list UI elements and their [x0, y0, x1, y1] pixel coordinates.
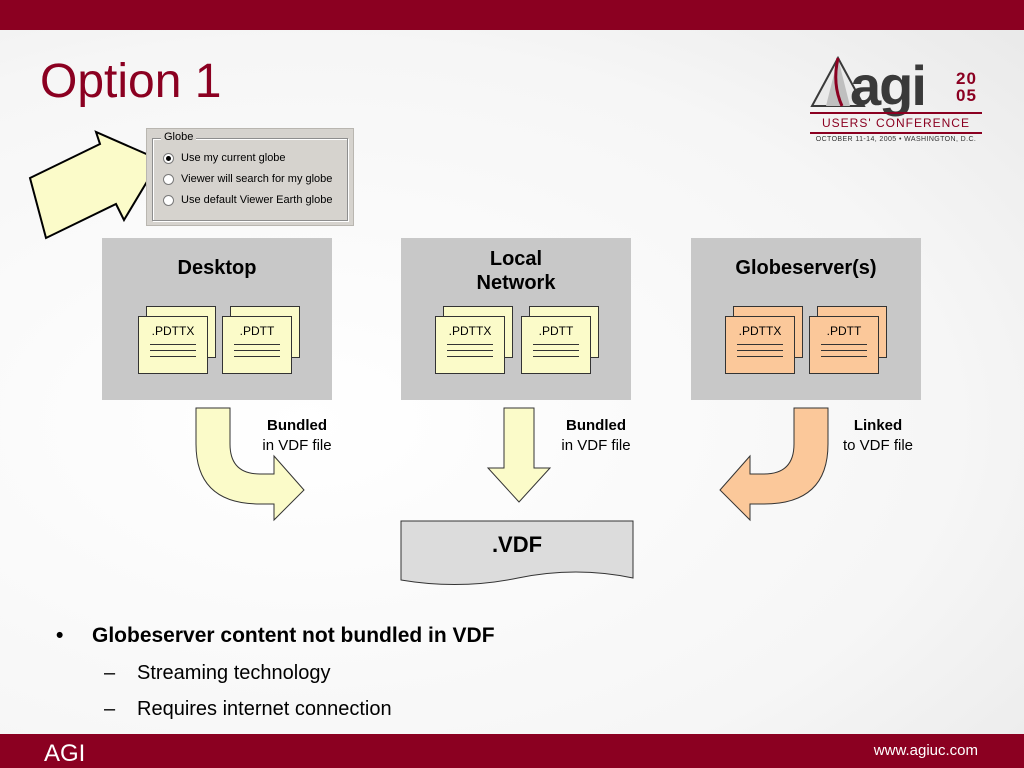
- agi-conference-logo: agi 20 05 USERS' CONFERENCE OCTOBER 11-1…: [806, 54, 986, 150]
- sub-bullet-text: Streaming technology: [137, 662, 331, 684]
- panel-local-network: Local Network .PDTTX .PDTT: [401, 238, 631, 400]
- pointer-arrow-icon: [28, 130, 162, 240]
- radio-viewer-search-globe[interactable]: Viewer will search for my globe: [163, 173, 332, 185]
- radio-default-earth-globe[interactable]: Use default Viewer Earth globe: [163, 194, 332, 206]
- panel-title-line2: Network: [476, 272, 556, 294]
- bullet-dash: –: [104, 698, 116, 720]
- panel-title-line1: Local: [489, 248, 543, 270]
- logo-wordmark: agi: [850, 54, 927, 117]
- logo-rule-top: [810, 112, 982, 114]
- bullet-main: • Globeserver content not bundled in VDF: [56, 624, 495, 648]
- panel-globeservers: Globeserver(s) .PDTTX .PDTT: [691, 238, 921, 400]
- caption-globeservers: Linked to VDF file: [831, 416, 925, 457]
- logo-conference: USERS' CONFERENCE: [822, 116, 970, 130]
- caption-text: in VDF file: [262, 437, 332, 455]
- down-arrow-icon: [486, 407, 552, 503]
- file-label: .PDTT: [239, 324, 275, 338]
- file-label: .PDTTX: [448, 324, 492, 338]
- logo-year: 20 05: [956, 70, 977, 104]
- caption-local-network: Bundled in VDF file: [549, 416, 643, 457]
- panel-title: Desktop: [177, 257, 257, 279]
- sub-bullet-1: –Streaming technology: [104, 662, 330, 685]
- radio-button[interactable]: [163, 194, 174, 206]
- caption-bold: Linked: [853, 417, 903, 434]
- top-banner: [0, 0, 1024, 30]
- vdf-document: .VDF: [400, 520, 634, 586]
- document-shape-icon: [400, 520, 634, 586]
- curved-arrow-right-icon: [195, 407, 305, 522]
- caption-bold: Bundled: [566, 417, 626, 434]
- file-pdttx: .PDTTX: [435, 306, 513, 374]
- curved-arrow-left-icon: [719, 407, 829, 522]
- slide-title: Option 1: [40, 55, 222, 108]
- logo-date: OCTOBER 11-14, 2005 • WASHINGTON, D.C.: [815, 136, 977, 143]
- file-label: .PDTTX: [151, 324, 195, 338]
- logo-year-top: 20: [956, 69, 977, 88]
- file-pdttx: .PDTTX: [138, 306, 216, 374]
- caption-desktop: Bundled in VDF file: [250, 416, 344, 457]
- file-label: .PDTT: [826, 324, 862, 338]
- footer-bar: AGI www.agiuc.com: [0, 734, 1024, 768]
- file-label: .PDTTX: [738, 324, 782, 338]
- file-pdttx: .PDTTX: [725, 306, 803, 374]
- panel-title: Globeserver(s): [735, 257, 877, 279]
- radio-use-current-globe[interactable]: Use my current globe: [163, 152, 286, 164]
- logo-year-bottom: 05: [956, 86, 977, 105]
- vdf-label: .VDF: [491, 532, 543, 557]
- file-pdtt: .PDTT: [222, 306, 300, 374]
- panel-title: Local Network: [401, 247, 631, 295]
- bullet-main-text: Globeserver content not bundled in VDF: [92, 624, 495, 647]
- pyramid-logo-icon: [810, 55, 866, 107]
- file-pdtt: .PDTT: [521, 306, 599, 374]
- radio-label: Viewer will search for my globe: [181, 173, 333, 185]
- bullet-dot: •: [56, 624, 64, 647]
- footer-agi: AGI: [44, 740, 86, 767]
- logo-rule-bottom: [810, 132, 982, 134]
- radio-button-selected[interactable]: [163, 152, 174, 164]
- globe-options-dialog: Globe Use my current globe Viewer will s…: [146, 128, 354, 226]
- radio-label: Use my current globe: [181, 152, 286, 164]
- radio-button[interactable]: [163, 173, 174, 185]
- radio-label: Use default Viewer Earth globe: [181, 194, 333, 206]
- caption-text: in VDF file: [561, 437, 631, 455]
- caption-bold: Bundled: [267, 417, 327, 434]
- file-label: .PDTT: [538, 324, 574, 338]
- file-pdtt: .PDTT: [809, 306, 887, 374]
- globe-legend: Globe: [161, 131, 197, 143]
- caption-text: to VDF file: [842, 437, 914, 455]
- footer-url[interactable]: www.agiuc.com: [873, 742, 978, 759]
- panel-desktop: Desktop .PDTTX .PDTT: [102, 238, 332, 400]
- bullet-dash: –: [104, 662, 116, 684]
- sub-bullet-text: Requires internet connection: [137, 698, 392, 720]
- globe-fieldset: Globe Use my current globe Viewer will s…: [152, 131, 348, 221]
- sub-bullet-2: –Requires internet connection: [104, 698, 392, 721]
